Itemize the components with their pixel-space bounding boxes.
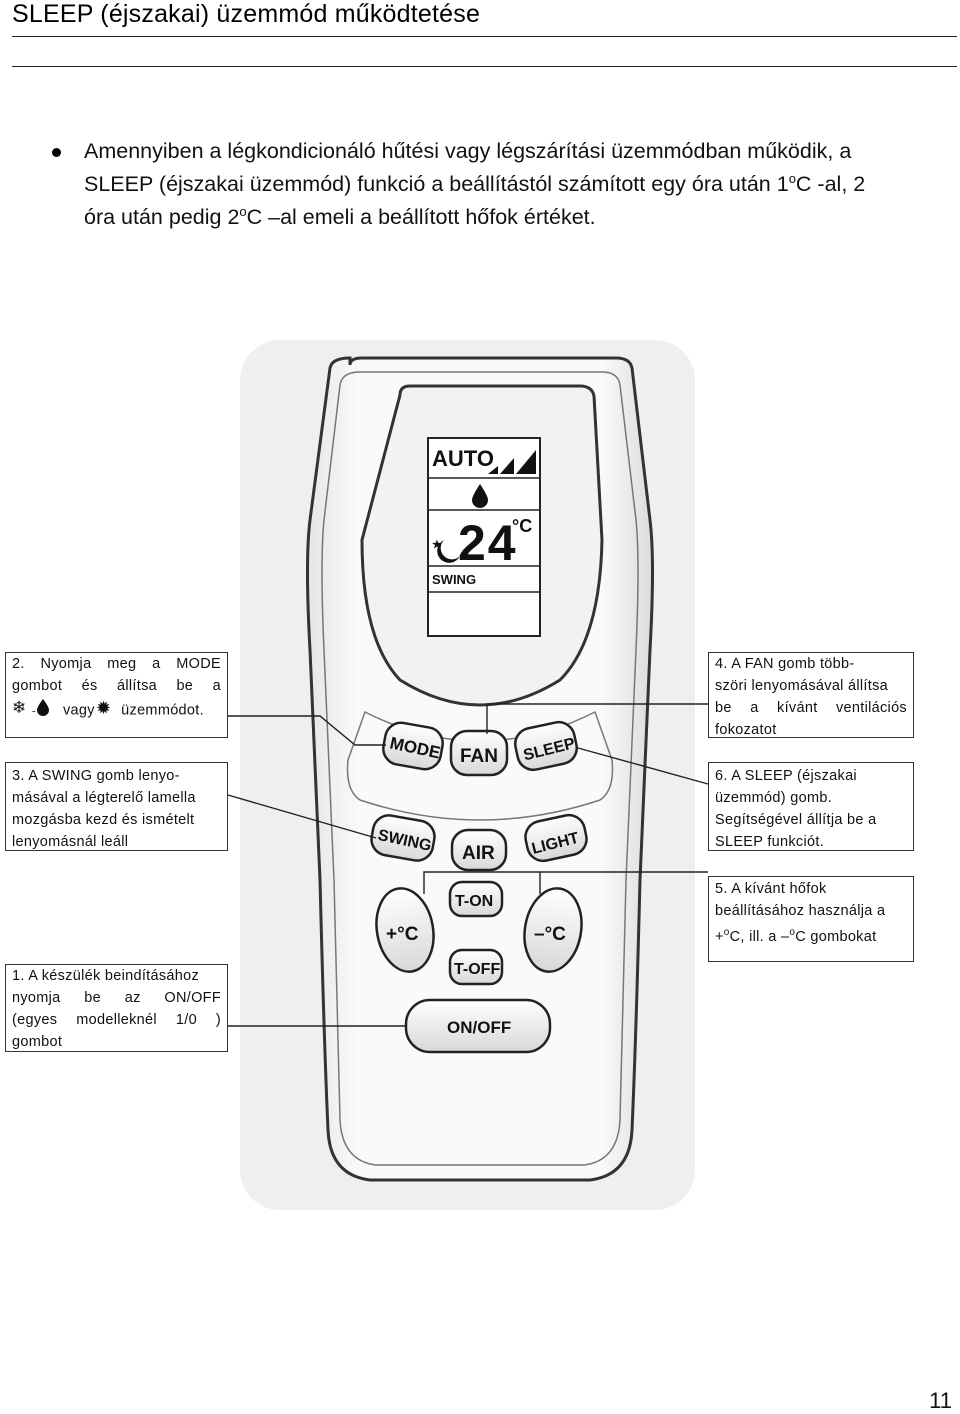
degree-sup: o xyxy=(788,171,796,186)
cool-icon: ❄ xyxy=(12,698,32,723)
lcd-auto-label: AUTO xyxy=(432,446,494,471)
callout-sleep-line-1: 6. A SLEEP (éjszakai xyxy=(715,768,857,784)
callout-temp-line-3: +oC, ill. a –oC gombokat xyxy=(715,922,907,948)
light-button[interactable]: LIGHT xyxy=(522,812,589,864)
callout-on-off-line-4: gombot xyxy=(12,1034,63,1050)
leader-mode xyxy=(228,715,386,746)
callout-mode-or: vagy xyxy=(62,702,95,719)
sleep-button[interactable]: SLEEP xyxy=(512,719,579,773)
callout-fan: 4. A FAN gomb több- szöri lenyomásával á… xyxy=(708,652,914,738)
callout-leader-lines xyxy=(227,703,709,1027)
callout-swing-line-2: másával a légterelő lamella xyxy=(12,790,196,806)
t-off-button[interactable]: T-OFF xyxy=(448,948,504,986)
intro-line-1: Amennyiben a légkondicionáló hűtési vagy… xyxy=(84,139,852,163)
callout-temp-line-3c: C gombokat xyxy=(795,928,877,945)
intro-line-2a: SLEEP (éjszakai üzemmód) funkció a beáll… xyxy=(84,172,789,197)
callout-on-off-line-1: 1. A készülék beindításához xyxy=(12,968,200,984)
on-off-label: ON/OFF xyxy=(447,1018,511,1037)
degree-sup: o xyxy=(789,927,796,938)
t-on-button[interactable]: T-ON xyxy=(448,880,504,918)
callout-sleep-line-2: üzemmód) gomb. xyxy=(715,790,833,806)
callout-swing-line-4: lenyomásnál leáll xyxy=(12,834,129,850)
intro-paragraph: Amennyiben a légkondicionáló hűtési vagy… xyxy=(84,137,954,231)
lcd-unit: °C xyxy=(512,516,532,536)
svg-text:❄: ❄ xyxy=(12,698,27,716)
t-on-label: T-ON xyxy=(455,893,493,910)
leader-swing xyxy=(227,794,377,839)
page-title: SLEEP (éjszakai) üzemmód működtetése xyxy=(12,0,481,28)
lcd-swing-label: SWING xyxy=(432,572,476,587)
temp-up-label: +°C xyxy=(386,924,419,945)
callout-on-off-line-2: nyomja be az ON/OFF xyxy=(12,990,221,1006)
svg-text:✹: ✹ xyxy=(96,698,111,717)
dry-icon xyxy=(36,698,50,723)
callout-swing-line-3: mozgásba kezd és ismételt xyxy=(12,812,195,828)
swing-button[interactable]: SWING xyxy=(369,813,437,863)
callout-on-off-line-3: (egyes modelleknél 1/0 ) xyxy=(12,1012,221,1028)
leader-fan xyxy=(486,703,708,734)
air-button-label: AIR xyxy=(462,843,495,864)
callout-temp-line-2: beállításához használja a xyxy=(715,903,886,919)
temp-down-button[interactable]: –°C xyxy=(518,884,588,976)
callout-fan-line-2: szöri lenyomásával állítsa xyxy=(715,678,889,694)
callout-fan-line-3: be a kívánt ventilációs xyxy=(715,700,907,716)
leader-temp-left xyxy=(423,871,540,894)
callout-fan-line-1: 4. A FAN gomb több- xyxy=(715,656,855,672)
callout-temperature: 5. A kívánt hőfok beállításához használj… xyxy=(708,876,914,962)
leader-sleep xyxy=(577,747,709,785)
callout-sleep: 6. A SLEEP (éjszakai üzemmód) gomb. Segí… xyxy=(708,762,914,851)
svg-text:★: ★ xyxy=(432,539,442,551)
title-rule-top xyxy=(12,36,957,37)
callout-mode-line-1: 2. Nyomja meg a MODE xyxy=(12,656,221,672)
fan-speed-icon xyxy=(488,450,536,474)
callout-on-off: 1. A készülék beindításához nyomja be az… xyxy=(5,964,228,1052)
intro-line-3b: C –al emeli a beállított hőfok értéket. xyxy=(246,205,596,230)
intro-line-3a: óra után pedig 2 xyxy=(84,205,240,230)
callout-sleep-line-3: Segítségével állítja be a xyxy=(715,812,877,828)
temp-down-label: –°C xyxy=(534,924,566,945)
page-number: 11 xyxy=(929,1388,952,1413)
callout-fan-line-4: fokozatot xyxy=(715,722,777,738)
callout-swing: 3. A SWING gomb lenyo- másával a légtere… xyxy=(5,762,228,851)
temp-up-button[interactable]: +°C xyxy=(370,884,440,976)
plus-sign: + xyxy=(715,928,724,945)
fan-button[interactable]: FAN xyxy=(449,729,509,777)
degree-sup: o xyxy=(239,204,247,220)
callout-swing-line-1: 3. A SWING gomb lenyo- xyxy=(12,768,180,784)
on-off-button[interactable]: ON/OFF xyxy=(404,998,552,1054)
dry-drop-icon xyxy=(472,484,488,508)
callout-sleep-line-4: SLEEP funkciót. xyxy=(715,834,825,850)
callout-mode-line-2: gombot és állítsa be a xyxy=(12,678,221,694)
remote-bevel xyxy=(321,371,639,1166)
air-button[interactable]: AIR xyxy=(450,828,508,872)
intro-line-2b: C -al, 2 xyxy=(795,172,866,197)
fan-button-label: FAN xyxy=(460,746,498,767)
title-rule-bottom xyxy=(12,66,957,67)
mode-button[interactable]: MODE xyxy=(381,720,445,771)
degree-sup: o xyxy=(723,927,730,938)
sleep-moon-icon: ★ xyxy=(432,539,460,563)
callout-temp-line-1: 5. A kívánt hőfok xyxy=(715,881,827,897)
lcd-temperature: 24 xyxy=(458,515,518,571)
t-off-label: T-OFF xyxy=(454,961,500,978)
heat-sun-icon: ✹ xyxy=(95,697,117,724)
callout-temp-line-3b: C, ill. a – xyxy=(729,928,790,945)
callout-mode: 2. Nyomja meg a MODE gombot és állítsa b… xyxy=(5,652,228,738)
bullet-icon xyxy=(52,148,61,157)
callout-mode-suffix: üzemmódot. xyxy=(121,702,204,719)
